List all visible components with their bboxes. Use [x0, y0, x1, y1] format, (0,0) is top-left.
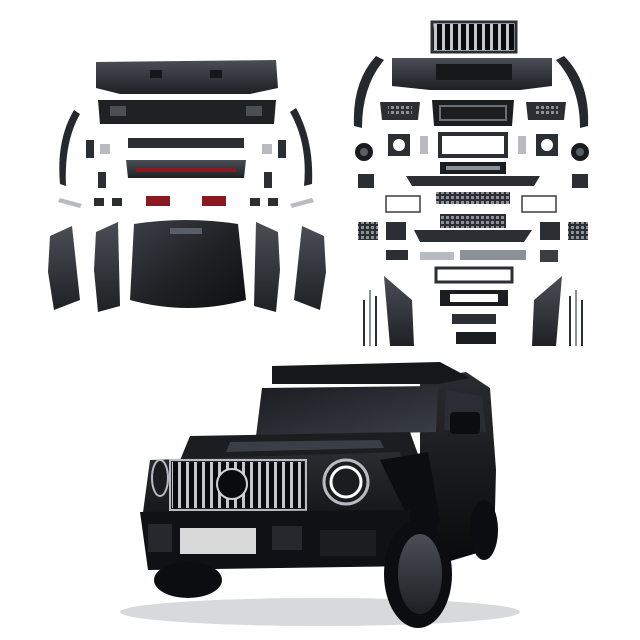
bracket-part: [100, 144, 110, 154]
suv-bumper-vent-far-right: [320, 530, 376, 556]
bracket-part: [86, 140, 94, 158]
clip-part: [268, 198, 278, 206]
rear-diffuser-vent: [110, 106, 126, 116]
plate-bracket: [452, 314, 496, 324]
bracket-part: [278, 140, 286, 158]
trim-frame-left: [385, 195, 421, 213]
side-bracket-left: [386, 222, 406, 240]
hinge-part: [290, 198, 314, 208]
front-fender-left: [48, 226, 80, 310]
lower-grille: [432, 100, 514, 126]
front-fender-right: [294, 226, 326, 310]
clip-part: [94, 198, 104, 206]
front-arch-left: [353, 56, 384, 128]
suv-headlight-right-ring: [329, 465, 363, 499]
lower-mesh-panel: [436, 192, 510, 204]
clip-part: [112, 198, 122, 206]
side-mesh-right: [568, 222, 588, 240]
hood-panel: [130, 220, 246, 308]
mirror-cap-left: [358, 174, 374, 188]
front-arch-right: [556, 56, 589, 128]
rear-reflector-strip: [136, 168, 236, 172]
fog-light-right-center: [576, 148, 584, 156]
license-frame-upper: [434, 266, 514, 284]
fog-light-left-center: [360, 148, 368, 156]
suv-headlight-left: [151, 459, 169, 497]
side-mirror: [450, 412, 480, 434]
ground-shadow: [120, 598, 520, 626]
suv-emblem: [216, 468, 248, 500]
rear-bumper-upper-notch: [210, 70, 222, 78]
suv-bumper-vent-left: [148, 524, 172, 552]
bracket-part: [420, 136, 428, 154]
small-part: [386, 250, 408, 260]
suv-hood-highlight: [226, 440, 384, 452]
assembled-suv: [120, 362, 520, 628]
side-skirt-right: [532, 276, 562, 346]
front-splitter: [414, 230, 532, 242]
support-crossbar: [406, 176, 540, 186]
mirror-cap-right: [572, 174, 588, 188]
suv-bumper-vent-right: [272, 526, 302, 550]
bracket-part: [518, 136, 526, 154]
headlight-ring-right: [541, 139, 553, 151]
skid-plate-chrome: [460, 250, 526, 260]
fog-lamp-mesh-left: [388, 106, 412, 116]
front-grille-frame: [430, 20, 518, 54]
suv-windshield: [256, 386, 438, 436]
rear-right-wheel: [470, 500, 498, 560]
left-wheel-arch-strip: [59, 110, 80, 186]
bracket-part: [262, 144, 272, 154]
front-body-kit-group: [353, 20, 589, 346]
rear-body-kit-group: [48, 60, 326, 312]
plate-bracket: [456, 332, 496, 344]
front-right-rim: [398, 534, 442, 614]
front-fender-left-inner: [94, 222, 120, 312]
grille-surround: [438, 132, 508, 158]
side-mesh-left: [358, 222, 378, 240]
rear-bumper-upper: [96, 60, 278, 94]
side-skirt-left: [384, 276, 414, 346]
front-left-wheel: [154, 562, 222, 598]
front-bumper-opening: [436, 64, 512, 80]
suv-roof: [272, 362, 470, 384]
center-mesh-panel: [440, 214, 506, 228]
headlight-ring-left: [393, 139, 405, 151]
clip-part: [250, 198, 260, 206]
hood-vent: [170, 228, 202, 234]
small-part: [540, 250, 558, 262]
skid-plate-chrome: [420, 252, 454, 260]
front-fender-right-inner: [254, 222, 280, 312]
rear-center-trim: [128, 138, 244, 148]
rear-light-right: [202, 196, 226, 206]
lower-grille-inner: [439, 105, 507, 121]
rear-diffuser-vent: [246, 106, 262, 116]
bracket-part: [264, 172, 272, 188]
hinge-part: [58, 198, 82, 208]
suv-license-plate: [180, 528, 256, 554]
bracket-part: [98, 172, 106, 188]
trim-frame-right: [521, 195, 557, 213]
rear-light-left: [146, 196, 170, 206]
suv-grille-frame: [169, 459, 307, 511]
rear-bumper-upper-notch: [150, 70, 162, 78]
drl-strip-inner: [446, 166, 500, 170]
front-grille: [432, 24, 516, 50]
rear-diffuser: [98, 100, 276, 124]
fog-lamp-mesh-right: [534, 106, 558, 116]
right-wheel-arch-strip: [290, 108, 313, 186]
side-bracket-right: [540, 222, 560, 240]
license-frame-lower-inner: [450, 294, 498, 302]
